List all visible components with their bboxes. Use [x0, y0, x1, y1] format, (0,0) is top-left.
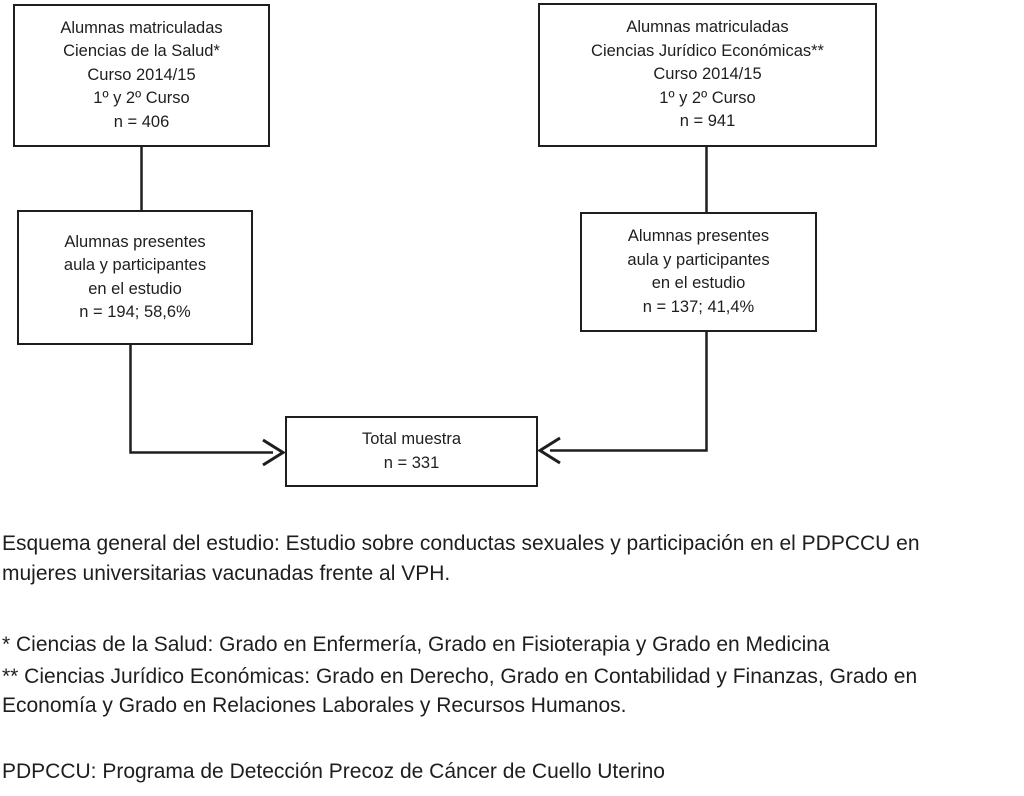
- caption-line: Esquema general del estudio: Estudio sob…: [2, 532, 920, 555]
- footnote-line: Economía y Grado en Relaciones Laborales…: [2, 694, 627, 717]
- box-line: Ciencias de la Salud*: [63, 42, 220, 61]
- box-line: n = 406: [113, 112, 170, 131]
- box-line: Total muestra: [361, 430, 462, 448]
- footnote-line: ** Ciencias Jurídico Económicas: Grado e…: [2, 665, 918, 688]
- box-line: aula y participantes: [627, 250, 770, 269]
- box-line: aula y participantes: [63, 256, 207, 274]
- footnote-salud: * Ciencias de la Salud: Grado en Enferme…: [2, 633, 830, 656]
- box-line: Curso 2014/15: [653, 65, 762, 84]
- box-juridico-presentes: Alumnas presentes aula y participantes e…: [580, 212, 817, 332]
- box-total-muestra: Total muestra n = 331: [285, 416, 538, 487]
- connector-salud-elbow: [129, 345, 273, 454]
- arrowhead-right-icon: [262, 438, 286, 467]
- connector-juridico-elbow: [550, 332, 708, 452]
- box-salud-matriculadas: Alumnas matriculadas Ciencias de la Salu…: [13, 4, 270, 147]
- box-line: n = 331: [383, 453, 440, 472]
- abbreviation-note: PDPCCU: Programa de Detección Precoz de …: [2, 760, 665, 783]
- box-line: 1º y 2º Curso: [659, 88, 756, 107]
- box-line: Ciencias Jurídico Económicas**: [591, 41, 824, 60]
- box-line: Alumnas presentes: [627, 227, 770, 245]
- box-line: en el estudio: [88, 279, 182, 298]
- footnote-juridico: ** Ciencias Jurídico Económicas: Grado e…: [2, 662, 1022, 720]
- box-line: n = 137; 41,4%: [642, 297, 755, 316]
- box-line: 1º y 2º Curso: [93, 89, 190, 108]
- box-line: Alumnas matriculadas: [60, 18, 223, 37]
- caption-line: mujeres universitarias vacunadas frente …: [2, 562, 451, 585]
- box-salud-presentes: Alumnas presentes aula y participantes e…: [17, 210, 253, 345]
- box-line: Curso 2014/15: [87, 65, 196, 84]
- box-line: n = 194; 58,6%: [79, 303, 191, 321]
- box-line: Alumnas matriculadas: [626, 18, 789, 37]
- box-juridico-matriculadas: Alumnas matriculadas Ciencias Jurídico E…: [538, 3, 877, 147]
- figure-caption: Esquema general del estudio: Estudio sob…: [2, 529, 1022, 589]
- arrowhead-left-icon: [537, 436, 561, 465]
- box-line: Alumnas presentes: [64, 232, 206, 251]
- box-line: n = 941: [679, 112, 736, 131]
- box-line: en el estudio: [651, 274, 746, 292]
